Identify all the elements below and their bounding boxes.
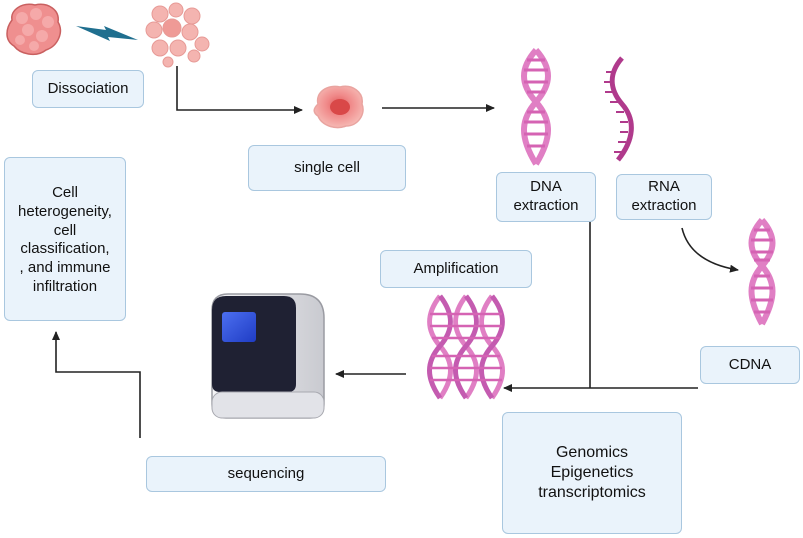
rna-icon (604, 56, 634, 162)
single-cell-icon (313, 85, 364, 129)
dissociation-box: Dissociation (32, 70, 144, 108)
dissociated-cells-icon (145, 2, 210, 68)
omics-label: Genomics Epigenetics transcriptomics (538, 444, 646, 501)
cell-heterogeneity-label: Cell heterogeneity, cell classification,… (18, 184, 112, 295)
single-cell-label: single cell (294, 158, 360, 176)
omics-box: Genomics Epigenetics transcriptomics (502, 412, 682, 534)
amplification-label: Amplification (413, 259, 499, 277)
dna-extraction-box: DNA extraction (496, 172, 596, 222)
tissue-icon (6, 3, 62, 56)
cell-heterogeneity-box: Cell heterogeneity, cell classification,… (4, 157, 126, 321)
dna-icon (521, 48, 551, 166)
cdna-label: CDNA (728, 355, 772, 373)
sequencing-label: sequencing (227, 464, 305, 482)
cdna-box: CDNA (700, 346, 800, 384)
lightning-icon (76, 26, 138, 41)
dna-icon (748, 218, 776, 326)
amplification-box: Amplification (380, 250, 532, 288)
single-cell-box: single cell (248, 145, 406, 191)
amplified-dna-icon (427, 294, 505, 400)
sequencer-icon (211, 293, 325, 419)
rna-extraction-box: RNA extraction (616, 174, 712, 220)
sequencing-box: sequencing (146, 456, 386, 492)
connector-arrows (52, 66, 739, 438)
dna-extraction-label: DNA extraction (513, 178, 579, 214)
dissociation-label: Dissociation (47, 79, 129, 97)
rna-extraction-label: RNA extraction (631, 178, 697, 214)
